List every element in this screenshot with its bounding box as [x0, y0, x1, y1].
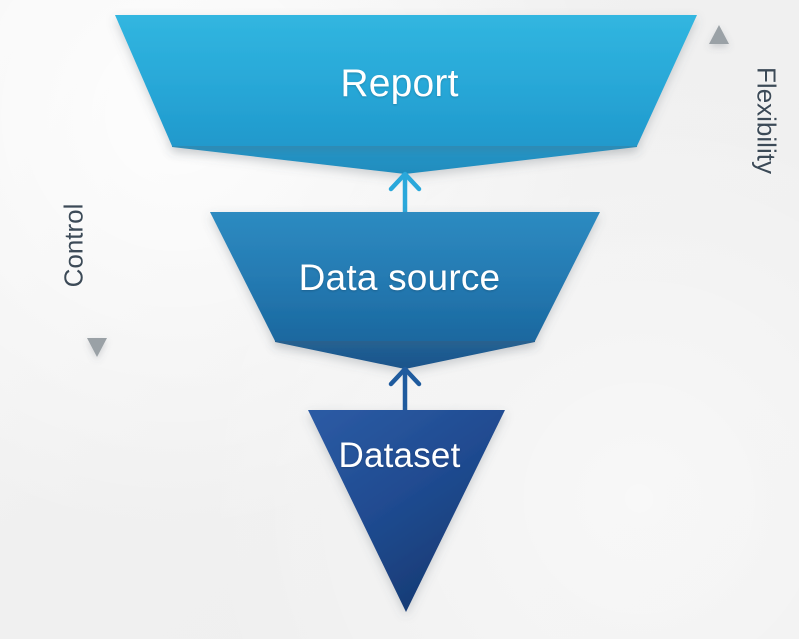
axis-flexibility: [709, 25, 729, 352]
connector-data-source-to-report: [388, 171, 422, 212]
data-source-shape[interactable]: [210, 212, 600, 341]
dataset-shape[interactable]: [308, 410, 505, 612]
funnel-stage-report[interactable]: [115, 15, 697, 174]
data-source-fold: [275, 338, 535, 369]
report-fold: [172, 143, 637, 174]
flexibility-axis-arrowhead-up: [709, 25, 729, 44]
control-axis-arrowhead-down: [87, 338, 107, 357]
arrow-up-to-data-source-head: [388, 366, 422, 387]
axis-control: [87, 22, 107, 357]
arrow-up-to-report-head: [388, 171, 422, 192]
funnel-stage-dataset[interactable]: [308, 410, 505, 612]
funnel-stage-data-source[interactable]: [210, 212, 600, 369]
report-shape[interactable]: [115, 15, 697, 146]
connector-dataset-to-data-source: [388, 366, 422, 410]
